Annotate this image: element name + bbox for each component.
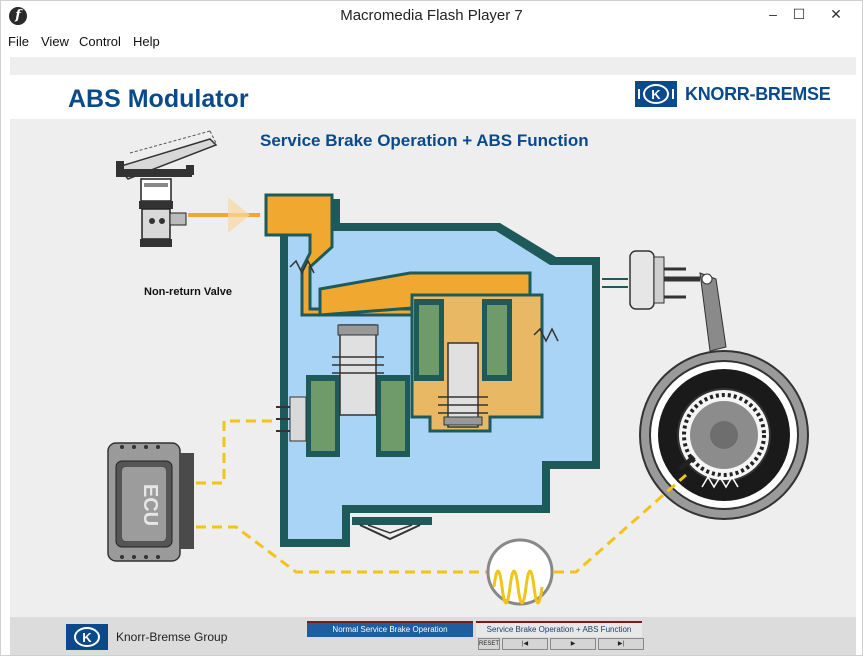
menu-view[interactable]: View bbox=[41, 34, 69, 49]
maximize-button[interactable]: ☐ bbox=[792, 6, 806, 22]
menu-help[interactable]: Help bbox=[133, 34, 160, 49]
knorr-bremse-logo-icon: K bbox=[635, 81, 677, 107]
menu-file[interactable]: File bbox=[8, 34, 29, 49]
play-button[interactable]: ▶ bbox=[550, 638, 596, 650]
footer-logo-icon: K bbox=[66, 624, 108, 650]
brand-name: KNORR-BREMSE bbox=[685, 84, 831, 104]
tab-service-brake-abs[interactable]: Service Brake Operation + ABS Function bbox=[476, 621, 642, 637]
header-band bbox=[10, 75, 856, 119]
menu-control[interactable]: Control bbox=[79, 34, 121, 49]
window-title: Macromedia Flash Player 7 bbox=[340, 7, 523, 24]
title-bar: f Macromedia Flash Player 7 – ☐ ✕ bbox=[1, 1, 862, 31]
sensor-signal-icon bbox=[486, 538, 554, 606]
tab-normal-service-brake[interactable]: Normal Service Brake Operation bbox=[307, 621, 473, 637]
modulator-housing bbox=[264, 193, 600, 547]
minimize-button[interactable]: – bbox=[769, 6, 777, 22]
brake-wheel-icon bbox=[639, 350, 809, 520]
abs-modulator-diagram: ECU bbox=[107, 130, 809, 606]
footer-bar: K Knorr-Bremse Group Normal Service Brak… bbox=[10, 617, 856, 655]
rewind-button[interactable]: |◀ bbox=[502, 638, 548, 650]
page-title: ABS Modulator bbox=[68, 85, 249, 113]
forward-button[interactable]: ▶| bbox=[598, 638, 644, 650]
air-supply-arrow bbox=[188, 197, 260, 233]
brake-chamber-icon bbox=[629, 250, 727, 352]
svg-text:K: K bbox=[651, 87, 661, 102]
flash-stage: ABS Modulator K KNORR-BREMSE Service Bra… bbox=[10, 57, 856, 655]
diagram-title: Service Brake Operation + ABS Function bbox=[260, 131, 589, 150]
footer-company: Knorr-Bremse Group bbox=[116, 630, 228, 644]
reset-button[interactable]: RESET bbox=[478, 638, 500, 650]
menu-bar: File View Control Help bbox=[1, 31, 862, 53]
ecu-unit: ECU bbox=[107, 442, 194, 562]
non-return-valve-label: Non-return Valve bbox=[144, 286, 233, 298]
outlet-lines bbox=[602, 278, 628, 288]
svg-text:K: K bbox=[82, 630, 92, 645]
close-button[interactable]: ✕ bbox=[830, 6, 842, 22]
ecu-label: ECU bbox=[139, 484, 161, 526]
brake-pedal-valve-icon bbox=[116, 130, 218, 247]
flash-app-icon: f bbox=[9, 7, 27, 25]
signal-wiring bbox=[196, 419, 687, 574]
